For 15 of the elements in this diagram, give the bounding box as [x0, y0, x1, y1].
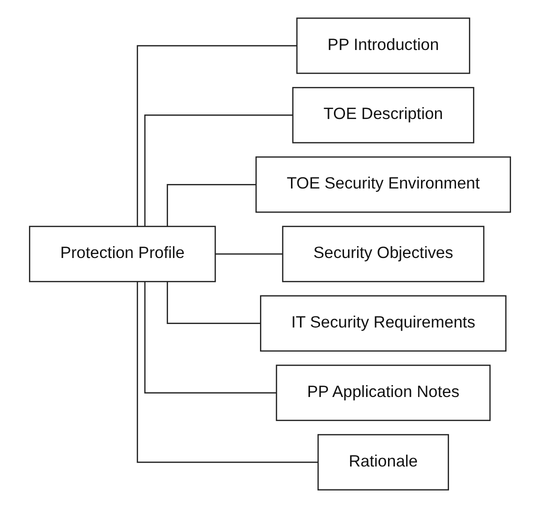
- connector: [166, 282, 261, 324]
- node-box: TOE Description: [292, 86, 474, 144]
- connector: [214, 253, 283, 255]
- node-box: TOE Security Environment: [255, 156, 512, 213]
- node-box: PP Application Notes: [276, 364, 491, 422]
- node-box: IT Security Requirements: [260, 295, 506, 352]
- connector: [136, 45, 297, 226]
- connector: [136, 282, 318, 463]
- connector: [144, 114, 293, 226]
- node-box: Security Objectives: [282, 226, 484, 282]
- connector: [166, 184, 256, 226]
- node-box: Rationale: [318, 434, 449, 490]
- connector: [144, 282, 276, 394]
- node-box: Protection Profile: [28, 226, 216, 282]
- node-box: PP Introduction: [296, 18, 470, 74]
